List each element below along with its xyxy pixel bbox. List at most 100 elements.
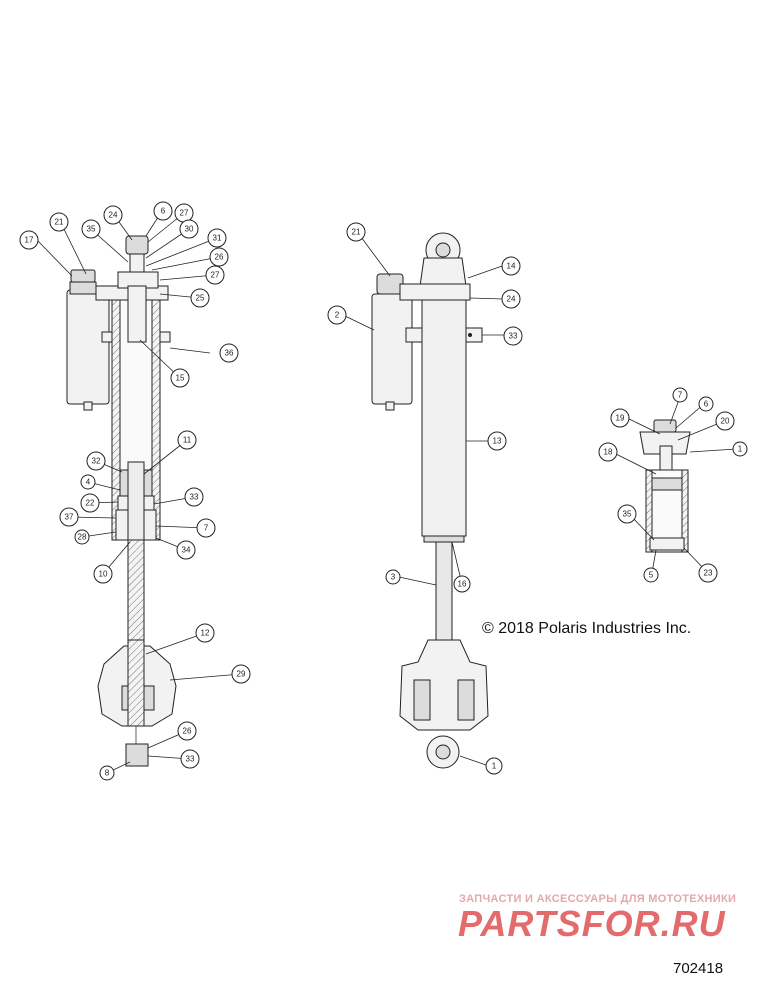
svg-text:35: 35 [623, 510, 632, 519]
part-callout: 6 [698, 396, 714, 412]
part-callout: 21 [346, 222, 366, 242]
svg-text:32: 32 [92, 457, 101, 466]
part-callout: 24 [103, 205, 123, 225]
svg-text:3: 3 [391, 573, 396, 582]
svg-text:33: 33 [509, 332, 518, 341]
part-callout: 16 [453, 575, 471, 593]
part-callout: 15 [170, 368, 190, 388]
svg-text:6: 6 [161, 207, 166, 216]
part-callout: 7 [196, 518, 216, 538]
svg-text:24: 24 [109, 211, 118, 220]
part-callout: 11 [177, 430, 197, 450]
top-eye-hole [435, 242, 451, 258]
part-callout: 37 [59, 507, 79, 527]
bottom-eye-hole [435, 744, 451, 760]
watermark-logo: PARTSFOR.RU [458, 903, 726, 944]
part-callout: 7 [672, 387, 688, 403]
part-callout: 31 [207, 228, 227, 248]
svg-text:1: 1 [492, 762, 497, 771]
top-stem [129, 253, 145, 275]
part-callout: 28 [74, 529, 90, 545]
part-callout: 33 [184, 487, 204, 507]
svg-text:10: 10 [99, 570, 108, 579]
right-callouts: 7 6 19 20 1 18 35 5 23 [598, 387, 748, 583]
shaft-top [127, 461, 145, 543]
detail-end-cap [649, 537, 685, 551]
part-callout: 21 [49, 212, 69, 232]
part-callout: 12 [195, 623, 215, 643]
part-callout: 26 [209, 247, 229, 267]
part-callout: 4 [80, 474, 96, 490]
reservoir-valve [83, 401, 93, 411]
shock-body [421, 299, 467, 537]
svg-text:21: 21 [55, 218, 64, 227]
reservoir-valve [385, 401, 395, 411]
svg-text:24: 24 [507, 295, 516, 304]
shaft [435, 541, 453, 643]
part-callout: 27 [205, 265, 225, 285]
reservoir-cap [69, 281, 97, 295]
svg-text:31: 31 [213, 234, 222, 243]
part-callout: 1 [732, 441, 748, 457]
part-callout: 27 [174, 203, 194, 223]
part-callout: 24 [501, 289, 521, 309]
svg-text:12: 12 [201, 629, 210, 638]
adjuster-knob [376, 273, 404, 295]
center-callouts: 21 14 2 24 33 13 3 16 1 [327, 222, 523, 775]
adjuster-knob [70, 269, 96, 283]
part-callout: 36 [219, 343, 239, 363]
part-callout: 14 [501, 256, 521, 276]
seal-ring [423, 535, 465, 543]
part-callout: 5 [643, 567, 659, 583]
reservoir-body [371, 293, 413, 405]
bottom-bushing [125, 743, 149, 767]
shaft [127, 539, 145, 641]
svg-text:22: 22 [86, 499, 95, 508]
svg-text:34: 34 [182, 546, 191, 555]
inner-tube [127, 285, 147, 343]
svg-text:1: 1 [738, 445, 743, 454]
clevis-web-left [413, 679, 431, 721]
bridge [399, 283, 471, 301]
svg-text:26: 26 [215, 253, 224, 262]
svg-text:15: 15 [176, 374, 185, 383]
detail-valve [659, 445, 673, 471]
part-callout: 1 [485, 757, 503, 775]
svg-text:20: 20 [721, 417, 730, 426]
part-callout: 13 [487, 431, 507, 451]
part-callout: 20 [715, 411, 735, 431]
part-callout: 8 [99, 765, 115, 781]
part-callout: 2 [327, 305, 347, 325]
svg-text:4: 4 [86, 478, 91, 487]
svg-text:33: 33 [190, 493, 199, 502]
spring-seat-left [101, 331, 113, 343]
part-callout: 26 [177, 721, 197, 741]
part-callout: 35 [617, 504, 637, 524]
part-callout: 10 [93, 564, 113, 584]
svg-text:7: 7 [678, 391, 683, 400]
copyright-notice: © 2018 Polaris Industries Inc. [482, 620, 692, 637]
watermark-tagline: ЗАПЧАСТИ И АКСЕССУАРЫ ДЛЯ МОТОТЕХНИКИ [459, 893, 737, 905]
part-callout: 33 [503, 326, 523, 346]
center-shock-exterior [371, 232, 489, 769]
svg-text:7: 7 [204, 524, 209, 533]
svg-text:19: 19 [616, 414, 625, 423]
svg-text:33: 33 [186, 755, 195, 764]
svg-text:25: 25 [196, 294, 205, 303]
svg-text:8: 8 [105, 769, 110, 778]
detail-head [639, 431, 691, 455]
svg-text:5: 5 [649, 571, 654, 580]
svg-text:27: 27 [211, 271, 220, 280]
svg-text:2: 2 [335, 311, 340, 320]
part-callout: 3 [385, 569, 401, 585]
left-shock-section [66, 235, 177, 767]
svg-text:6: 6 [704, 400, 709, 409]
bottom-clevis [399, 639, 489, 731]
figure-number: 702418 [673, 960, 724, 977]
part-callout: 35 [81, 219, 101, 239]
spring-seat-right [159, 331, 171, 343]
svg-text:35: 35 [87, 225, 96, 234]
part-callout: 29 [231, 664, 251, 684]
svg-text:26: 26 [183, 727, 192, 736]
part-callout: 19 [610, 408, 630, 428]
